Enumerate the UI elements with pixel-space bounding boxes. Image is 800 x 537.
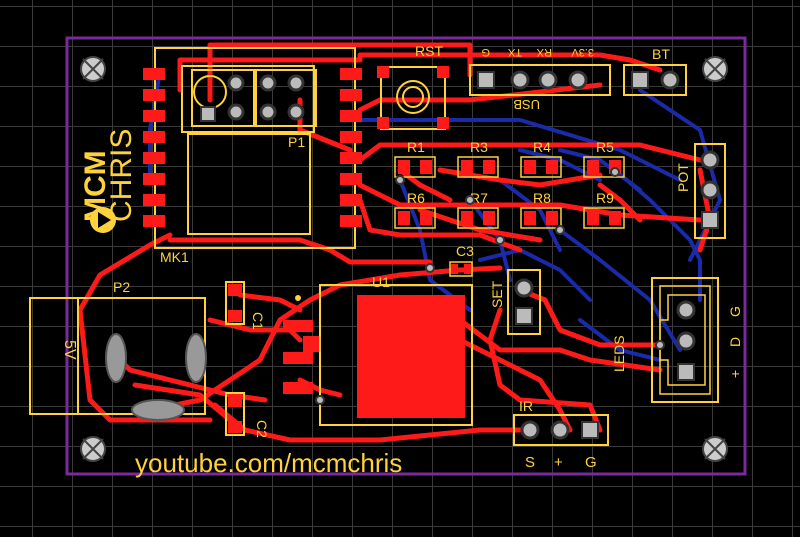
mk1-edge-pad <box>340 89 362 101</box>
leds-pin-g: G <box>727 306 743 317</box>
pot-header: POT <box>675 143 726 239</box>
leds-label: LEDS <box>611 335 627 372</box>
c3-label: C3 <box>456 243 474 259</box>
vin-label: 5V <box>61 340 78 360</box>
mk1-edge-pad <box>143 68 165 80</box>
mounting-hole-top-left <box>80 56 106 82</box>
leds-pin-d: D <box>727 337 743 347</box>
usb-label: USB <box>513 97 540 112</box>
pot-label: POT <box>675 163 691 192</box>
usb-header: G TX RX 3.3V USB <box>469 46 611 112</box>
ir-pin-s: S <box>525 454 535 471</box>
mk1-edge-pad <box>143 152 165 164</box>
bt-label: BT <box>652 46 670 62</box>
u1-regulator: U1 <box>283 274 473 426</box>
mk1-label: MK1 <box>160 249 189 265</box>
resistor-r1: R1 <box>394 139 436 178</box>
r9-label: R9 <box>596 190 614 206</box>
resistor-r8: R8 <box>520 190 562 229</box>
leds-connector: LEDS G D + <box>611 277 743 403</box>
r6-label: R6 <box>407 190 425 206</box>
r8-label: R8 <box>533 190 551 206</box>
u1-tab-pad <box>357 295 465 418</box>
r5-label: R5 <box>596 139 614 155</box>
set-label: SET <box>489 280 505 308</box>
c2-label: C2 <box>254 420 270 438</box>
r3-label: R3 <box>470 139 488 155</box>
u1-label: U1 <box>372 274 390 290</box>
mk1-edge-pad <box>340 194 362 206</box>
mk1-edge-pad <box>143 89 165 101</box>
top-copper-layer <box>77 42 713 443</box>
bottom-copper-layer <box>148 70 722 362</box>
leds-pin-plus: + <box>727 370 743 378</box>
mk1-edge-pad <box>340 131 362 143</box>
rst-label: RST <box>415 43 443 59</box>
p1-header: P1 <box>191 69 317 150</box>
mcm-chris-logo: MCM CHRIS <box>79 129 138 233</box>
rst-button: RST <box>377 43 449 130</box>
ir-pin-g: G <box>585 454 597 471</box>
mk1-left-pads <box>143 68 165 227</box>
usb-pin-3v3: 3.3V <box>571 46 594 58</box>
mounting-hole-bottom-left <box>80 436 106 462</box>
mk1-edge-pad <box>340 215 362 227</box>
c2-capacitor: C2 <box>225 392 270 438</box>
usb-pin-rx: RX <box>536 46 552 58</box>
mk1-edge-pad <box>340 110 362 122</box>
footer-url: youtube.com/mcmchris <box>135 448 402 478</box>
usb-pin-tx: TX <box>507 46 522 58</box>
mk1-edge-pad <box>143 194 165 206</box>
mk1-module: MK1 P1 <box>143 47 362 265</box>
u1-pin2 <box>283 352 313 364</box>
mounting-hole-top-right <box>702 56 728 82</box>
u1-outline <box>319 284 473 426</box>
p1-label: P1 <box>288 134 305 150</box>
c1-capacitor: C1 <box>225 281 266 330</box>
r1-label: R1 <box>407 139 425 155</box>
resistor-r3: R3 <box>457 139 499 178</box>
p2-label: P2 <box>113 279 130 295</box>
p2-pad-left <box>105 333 127 383</box>
mk1-edge-pad <box>143 173 165 185</box>
mk1-edge-pad <box>143 110 165 122</box>
r4-label: R4 <box>533 139 551 155</box>
mk1-edge-pad <box>143 215 165 227</box>
ir-label: IR <box>519 398 533 414</box>
resistor-r9: R9 <box>583 190 625 229</box>
bt-header: BT <box>623 46 687 96</box>
c3-capacitor: C3 <box>449 243 474 277</box>
usb-pin-g: G <box>481 46 490 58</box>
mk1-edge-pad <box>340 173 362 185</box>
u1-pin1 <box>283 320 313 332</box>
ir-header: IR S + G <box>513 398 609 471</box>
mk1-edge-pad <box>340 152 362 164</box>
p2-pad-bottom <box>131 399 185 421</box>
u1-pin3 <box>283 382 313 394</box>
mounting-holes <box>80 56 728 462</box>
mounting-hole-bottom-right <box>702 436 728 462</box>
vias <box>315 167 665 405</box>
mk1-edge-pad <box>340 68 362 80</box>
p2-pad-right <box>185 333 207 383</box>
c1-label: C1 <box>250 312 266 330</box>
mk1-right-pads <box>340 68 362 227</box>
ir-pin-plus: + <box>554 454 563 471</box>
u1-pin-small <box>303 336 319 352</box>
mk1-edge-pad <box>143 131 165 143</box>
set-header: SET <box>489 269 541 335</box>
p2-power-jack: P2 5V <box>29 279 207 421</box>
resistor-r4: R4 <box>520 139 562 178</box>
logo-line-chris: CHRIS <box>105 129 138 222</box>
resistor-r6: R6 <box>394 190 436 229</box>
u1-pin1-marker <box>295 295 301 301</box>
board-outline <box>65 36 747 476</box>
